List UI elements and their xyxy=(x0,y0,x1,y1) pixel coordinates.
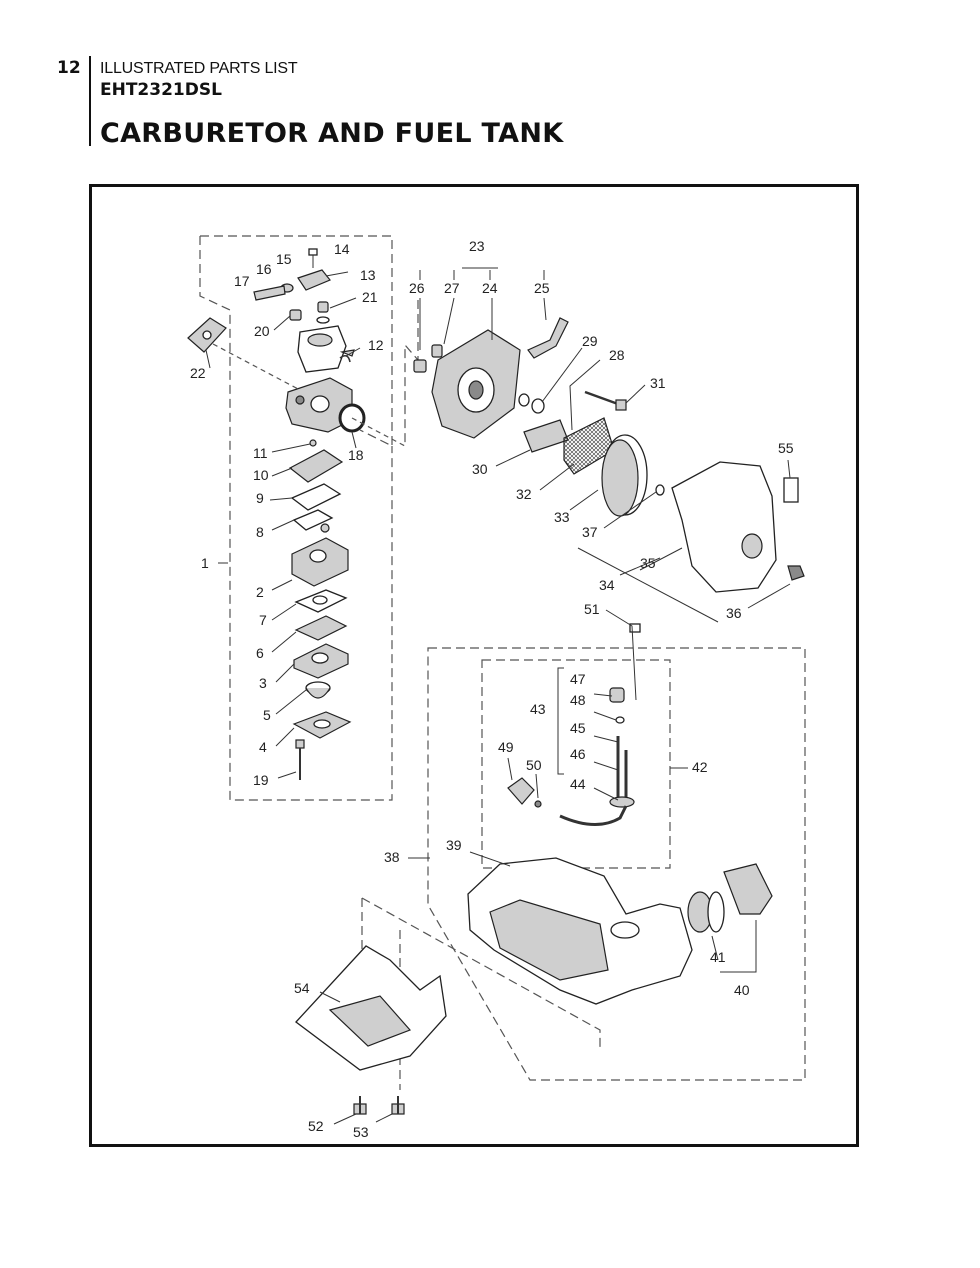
callout-29: 29 xyxy=(582,333,598,349)
callout-31: 31 xyxy=(650,375,666,391)
callout-33: 33 xyxy=(554,509,570,525)
callout-41: 41 xyxy=(710,949,726,965)
callout-11: 11 xyxy=(253,445,268,461)
callout-38: 38 xyxy=(384,849,400,865)
callout-37: 37 xyxy=(582,524,598,540)
callout-19: 19 xyxy=(253,772,269,788)
callout-45: 45 xyxy=(570,720,586,736)
callout-34: 34 xyxy=(599,577,615,593)
page-number: 12 xyxy=(57,58,81,78)
fuel-tank-parts xyxy=(467,857,773,1005)
callout-44: 44 xyxy=(570,776,586,792)
callout-36: 36 xyxy=(726,605,742,621)
callout-43: 43 xyxy=(530,701,546,717)
carburetor-assembly-group xyxy=(199,235,393,801)
callout-14: 14 xyxy=(334,241,350,257)
document-type: ILLUSTRATED PARTS LIST xyxy=(100,60,298,77)
callout-9: 9 xyxy=(256,490,264,506)
callout-26: 26 xyxy=(409,280,425,296)
callout-8: 8 xyxy=(256,524,264,540)
callout-55: 55 xyxy=(778,440,794,456)
callout-30: 30 xyxy=(472,461,488,477)
air-cleaner-parts xyxy=(413,317,805,593)
callout-51: 51 xyxy=(584,601,600,617)
callout-53: 53 xyxy=(353,1124,369,1140)
callout-49: 49 xyxy=(498,739,514,755)
callout-13: 13 xyxy=(360,267,376,283)
callout-46: 46 xyxy=(570,746,586,762)
callout-39: 39 xyxy=(446,837,462,853)
callout-20: 20 xyxy=(254,323,270,339)
fuel-pickup-group xyxy=(481,659,671,869)
callout-28: 28 xyxy=(609,347,625,363)
header-divider xyxy=(89,56,91,146)
callout-labels: 1 2 3 4 5 6 7 8 9 10 11 12 13 14 15 16 1… xyxy=(190,238,794,1140)
callout-18: 18 xyxy=(348,447,364,463)
callout-1: 1 xyxy=(201,555,209,571)
callout-50: 50 xyxy=(526,757,542,773)
callout-2: 2 xyxy=(256,584,264,600)
callout-48: 48 xyxy=(570,692,586,708)
callout-12: 12 xyxy=(368,337,384,353)
callout-3: 3 xyxy=(259,675,267,691)
section-title: CARBURETOR AND FUEL TANK xyxy=(100,118,564,149)
callout-40: 40 xyxy=(734,982,750,998)
callout-24: 24 xyxy=(482,280,498,296)
diagram-frame xyxy=(89,184,859,1147)
callout-4: 4 xyxy=(259,739,267,755)
callout-16: 16 xyxy=(256,261,272,277)
callout-15: 15 xyxy=(276,251,292,267)
skid-plate-parts xyxy=(295,945,447,1115)
callout-23: 23 xyxy=(469,238,485,254)
callout-21: 21 xyxy=(362,289,378,305)
callout-32: 32 xyxy=(516,486,532,502)
callout-22: 22 xyxy=(190,365,206,381)
callout-27: 27 xyxy=(444,280,460,296)
callout-10: 10 xyxy=(253,467,269,483)
callout-35: 35 xyxy=(640,555,656,571)
callout-52: 52 xyxy=(308,1118,324,1134)
leader-lines xyxy=(205,267,791,1125)
air-cleaner-group xyxy=(404,300,419,445)
callout-54: 54 xyxy=(294,980,310,996)
callout-17: 17 xyxy=(234,273,250,289)
model-number: EHT2321DSL xyxy=(100,80,222,100)
fuel-tank-group xyxy=(427,647,806,1081)
callout-7: 7 xyxy=(259,612,267,628)
callout-6: 6 xyxy=(256,645,264,661)
callout-25: 25 xyxy=(534,280,550,296)
callout-5: 5 xyxy=(263,707,271,723)
carburetor-parts xyxy=(187,248,406,780)
callout-42: 42 xyxy=(692,759,708,775)
callout-47: 47 xyxy=(570,671,586,687)
